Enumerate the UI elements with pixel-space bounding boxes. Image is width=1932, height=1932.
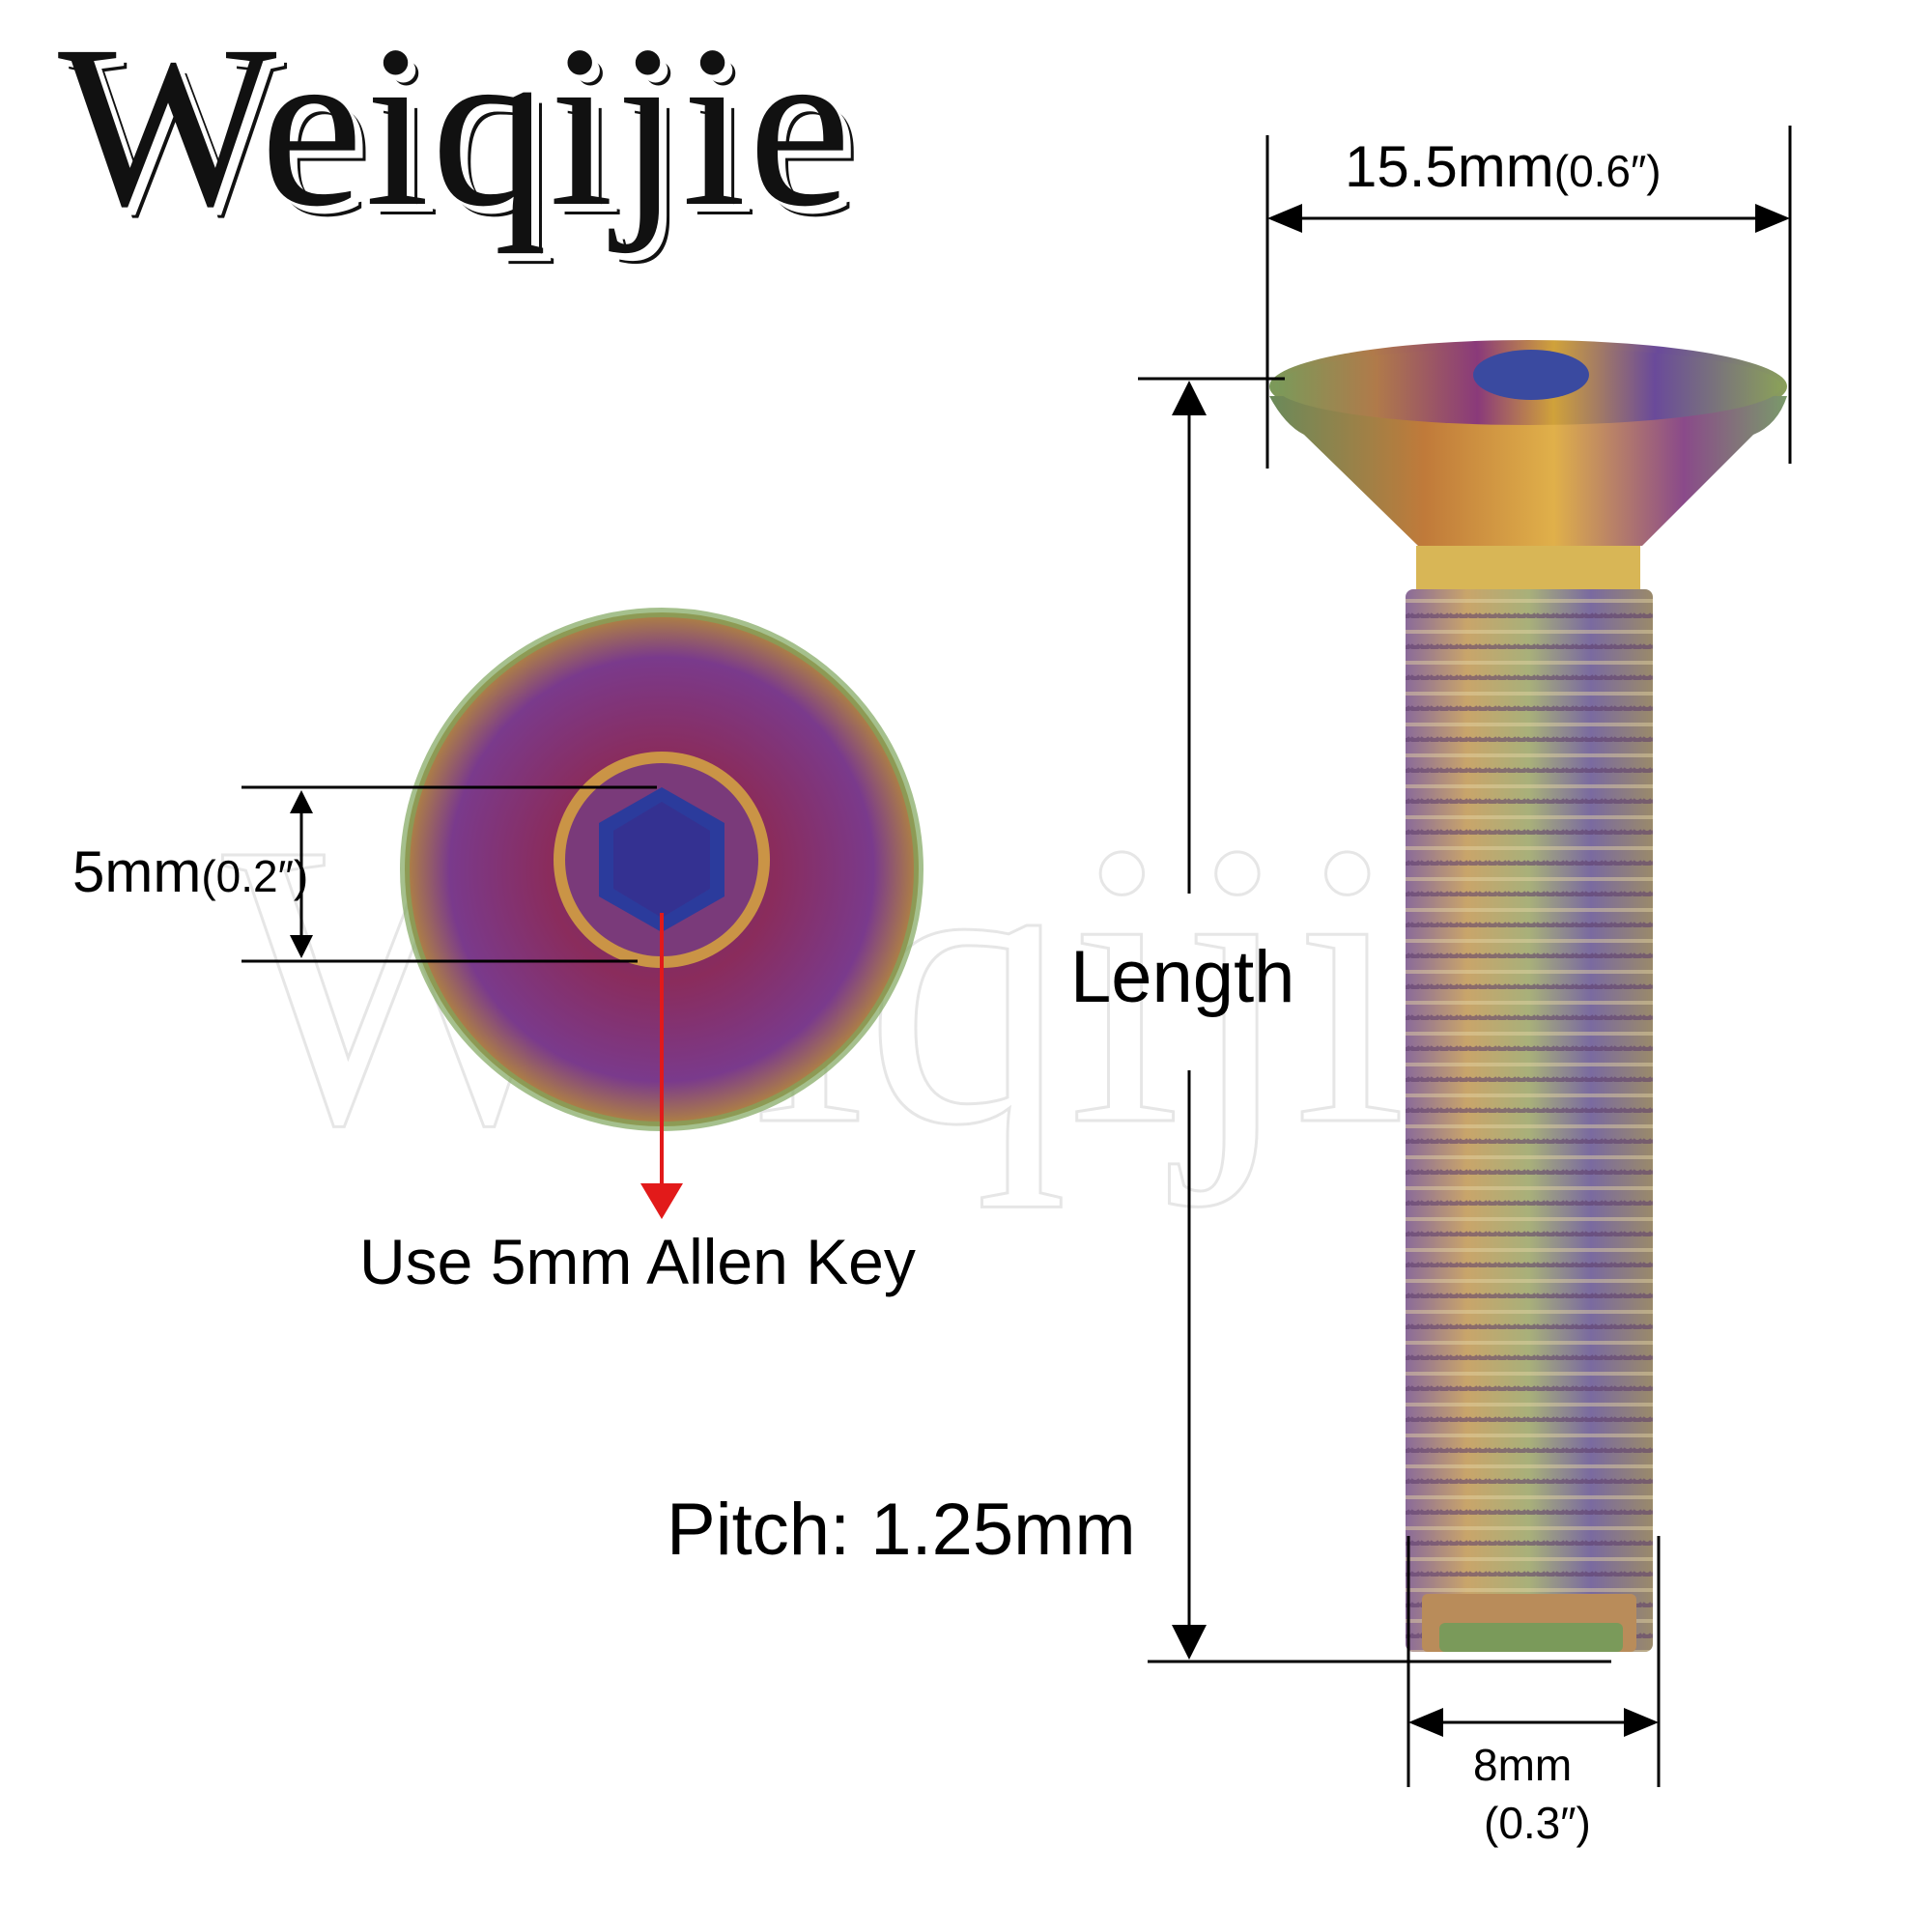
thread-diameter-dimension bbox=[1406, 1536, 1661, 1787]
head-diameter-in: (0.6″) bbox=[1553, 146, 1662, 196]
hex-size-dimension bbox=[242, 785, 657, 963]
hex-size-in: (0.2″) bbox=[201, 851, 309, 901]
screw-side-view bbox=[1269, 340, 1787, 1652]
screw-head-top-view bbox=[400, 608, 923, 1131]
hex-size-label: 5mm(0.2″) bbox=[72, 838, 308, 905]
head-diameter-mm: 15.5mm bbox=[1345, 134, 1554, 199]
thread-diameter-in: (0.3″) bbox=[1484, 1798, 1591, 1848]
length-label: Length bbox=[1070, 936, 1295, 1018]
allen-key-arrow bbox=[640, 913, 683, 1219]
hex-size-mm: 5mm bbox=[72, 839, 202, 904]
brand-logo: Weiqijie bbox=[58, 0, 854, 254]
thread-diameter-mm: 8mm bbox=[1473, 1740, 1573, 1790]
head-diameter-label: 15.5mm(0.6″) bbox=[1345, 133, 1662, 200]
allen-key-label: Use 5mm Allen Key bbox=[359, 1226, 916, 1297]
head-diameter-dimension bbox=[1265, 126, 1792, 469]
length-dimension bbox=[1138, 377, 1611, 1663]
pitch-label: Pitch: 1.25mm bbox=[667, 1489, 1136, 1571]
